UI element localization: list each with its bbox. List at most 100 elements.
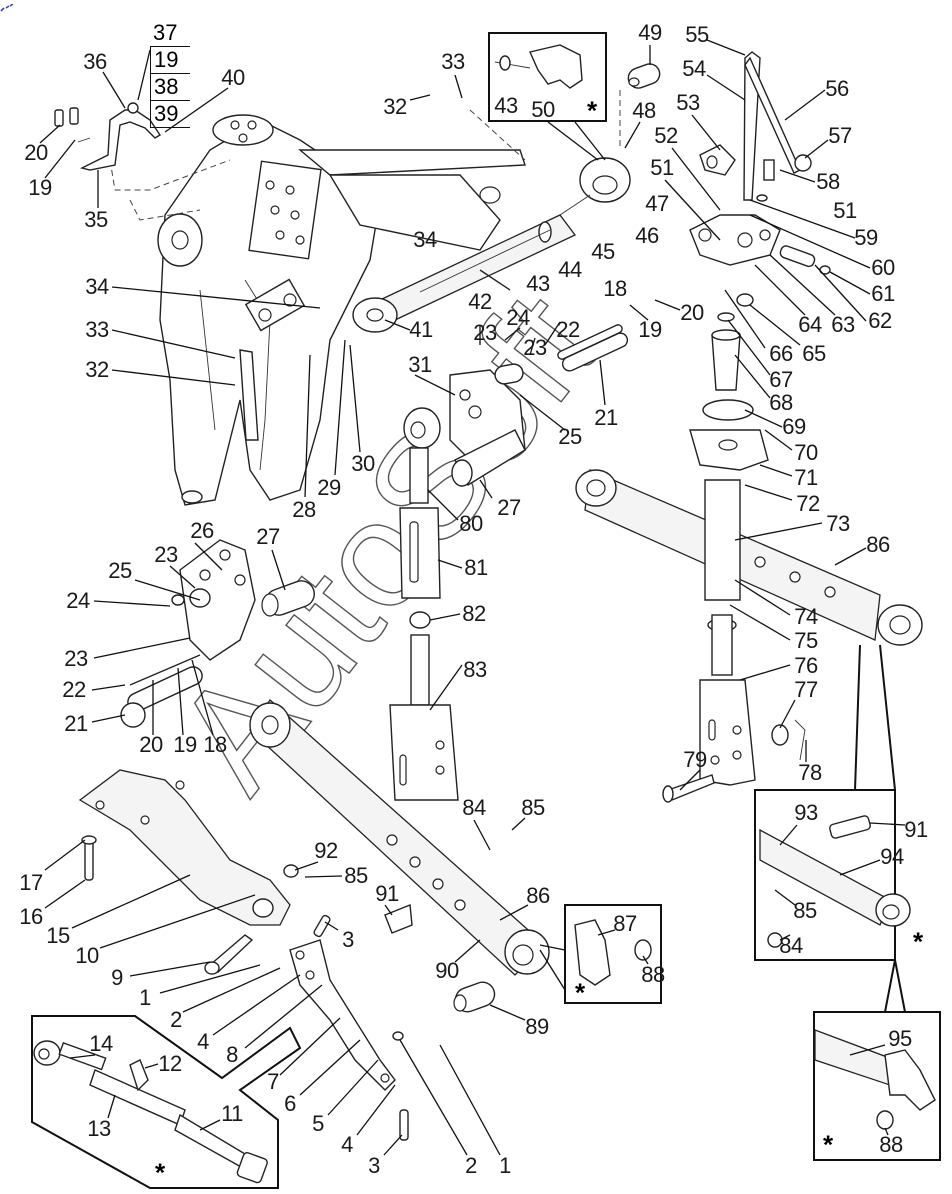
dashed-guide [109,159,231,191]
inset-frame-hook [488,32,607,122]
callout-91: 91 [904,817,928,842]
callout-38: 38 [150,74,190,101]
control-bracket [54,102,161,171]
optional-marker-star: * [912,926,924,957]
callout-4: 4 [341,1132,353,1157]
callout-55: 55 [685,22,709,47]
hook-end [494,44,583,89]
callout-32: 32 [383,94,407,119]
callout-56: 56 [825,76,849,101]
callout-19: 19 [173,732,197,757]
callout-88: 88 [641,962,665,987]
callout-88: 88 [879,1132,903,1157]
callout-50: 50 [531,97,555,122]
callout-58: 58 [816,169,840,194]
callout-2: 2 [170,1007,182,1032]
inset-lower-link-extended [754,644,911,961]
callout-29: 29 [317,475,341,500]
callout-40: 40 [221,65,245,90]
optional-marker-star: * [154,1157,166,1188]
callout-92: 92 [314,838,338,863]
callout-52: 52 [654,123,678,148]
top-link [352,157,631,333]
callout-45: 45 [591,239,615,264]
optional-marker-star: * [586,95,598,126]
callout-1: 1 [139,985,151,1010]
optional-marker-star: * [822,1129,834,1160]
lift-cylinder [689,312,769,471]
callout-37: 37 [150,20,190,47]
callout-22: 22 [62,677,86,702]
callout-84: 84 [779,933,803,958]
callout-3: 3 [342,927,354,952]
callout-71: 71 [794,465,818,490]
callout-23: 23 [64,646,88,671]
callout-74: 74 [794,604,818,629]
callout-63: 63 [831,312,855,337]
callout-47: 47 [645,191,669,216]
lever-assembly [689,51,831,307]
callout-20: 20 [24,140,48,165]
callout-43: 43 [494,93,518,118]
callout-81: 81 [464,555,488,580]
callout-32: 32 [85,357,109,382]
callout-69: 69 [782,414,806,439]
telescopic-top-link [33,1040,268,1184]
callout-61: 61 [871,281,895,306]
callout-60: 60 [871,255,895,280]
callout-20: 20 [680,300,704,325]
callout-76: 76 [794,653,818,678]
leader-lines [39,39,906,1156]
callout-25: 25 [108,558,132,583]
stabilizer-bracket [78,769,413,1141]
pin-cluster-left [120,539,315,728]
callout-72: 72 [796,491,820,516]
dashed-guide [469,109,526,161]
callout-65: 65 [802,341,826,366]
callout-75: 75 [794,628,818,653]
stacked-callout: 37 19 38 39 [150,20,190,128]
callout-20: 20 [139,732,163,757]
callout-86: 86 [526,883,550,908]
callout-35: 35 [84,207,108,232]
callout-4: 4 [197,1029,209,1054]
callout-66: 66 [769,341,793,366]
callout-85: 85 [521,795,545,820]
callout-13: 13 [87,1116,111,1141]
callout-8: 8 [226,1042,238,1067]
callout-48: 48 [632,98,656,123]
callout-46: 46 [635,223,659,248]
callout-7: 7 [267,1069,279,1094]
hook-lower [574,919,652,986]
callout-30: 30 [351,451,375,476]
callout-95: 95 [888,1026,912,1051]
callout-84: 84 [462,795,486,820]
optional-marker-star: * [574,977,586,1008]
callout-27: 27 [497,495,521,520]
inset-frame-hook-lower [564,904,662,1004]
corner-mark-icon [0,4,14,12]
callout-39: 39 [150,101,190,128]
callout-85: 85 [793,898,817,923]
callout-14: 14 [89,1031,113,1056]
callout-41: 41 [409,317,433,342]
callout-85: 85 [344,863,368,888]
callout-9: 9 [111,965,123,990]
callout-3: 3 [368,1153,380,1178]
callout-5: 5 [312,1111,324,1136]
callout-82: 82 [462,601,486,626]
callout-18: 18 [203,732,227,757]
lift-housing [157,114,526,506]
inset-frame-top-link [31,1015,302,1189]
callout-83: 83 [463,657,487,682]
callout-19: 19 [638,317,662,342]
callout-33: 33 [441,49,465,74]
callout-59: 59 [854,225,878,250]
callout-43: 43 [526,271,550,296]
callout-44: 44 [558,257,582,282]
callout-68: 68 [769,390,793,415]
callout-24: 24 [66,588,90,613]
callout-19: 19 [28,175,52,200]
callout-54: 54 [682,56,706,81]
